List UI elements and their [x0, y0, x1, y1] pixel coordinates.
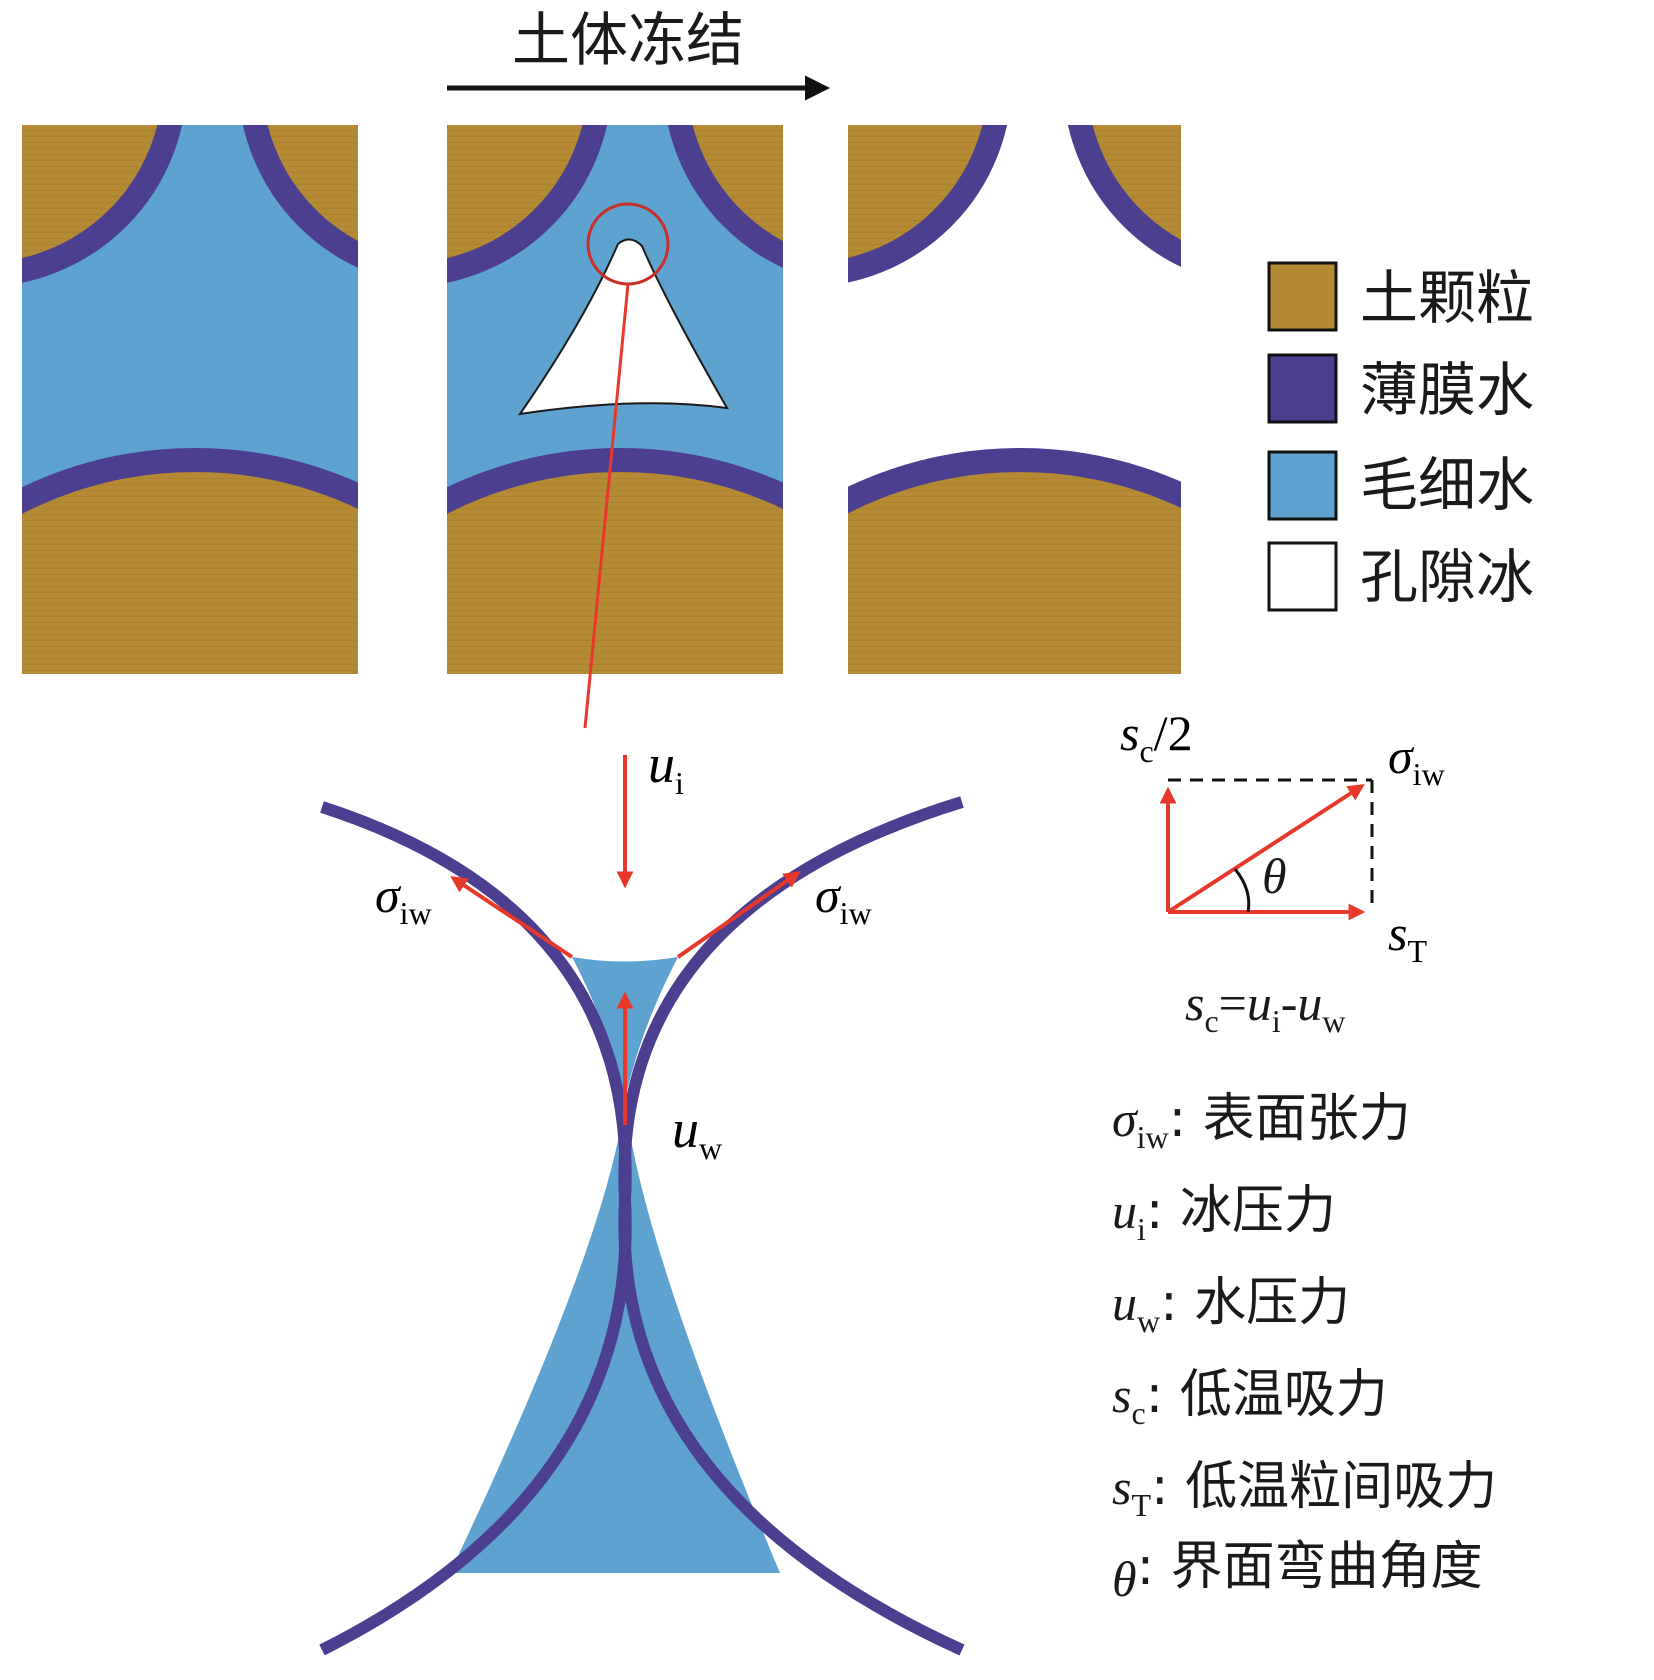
- force-decomposition: [1159, 778, 1374, 921]
- legend-swatch-soil: [1267, 261, 1338, 332]
- legend-swatch-pore-ice: [1267, 541, 1338, 612]
- soil-particle-top-left: [447, 125, 608, 283]
- definition-ice-pressure: ui: 冰压力: [1112, 1181, 1336, 1247]
- definition-interparticle-suction: sT: 低温粒间吸力: [1112, 1457, 1497, 1523]
- legend-label-film-water: 薄膜水: [1360, 356, 1534, 424]
- soil-particle-bottom: [447, 448, 783, 674]
- label-water-pressure: uw: [672, 1099, 722, 1166]
- surface-tension-arrow-right: [676, 871, 801, 959]
- soil-particle-top-right: [242, 125, 358, 268]
- legend-label-capillary-water: 毛细水: [1360, 451, 1534, 519]
- label-sT: sT: [1388, 905, 1427, 969]
- definitions-list: σiw: 表面张力 ui: 冰压力 uw: 水压力 sc: 低温吸力 sT: 低…: [1112, 1089, 1497, 1607]
- definition-water-pressure: uw: 水压力: [1112, 1273, 1350, 1339]
- panel-frozen: [848, 125, 1181, 674]
- definition-cryo-suction: sc: 低温吸力: [1112, 1365, 1388, 1431]
- label-ice-pressure: ui: [648, 734, 684, 801]
- soil-particle-bottom: [22, 448, 358, 674]
- legend-label-soil: 土颗粒: [1360, 264, 1534, 332]
- sigma-vector-arrow: [1166, 784, 1365, 914]
- legend-swatch-capillary-water: [1267, 450, 1338, 521]
- panel-partially-frozen: [447, 125, 783, 674]
- soil-particle-bottom: [848, 448, 1181, 674]
- soil-particle-top-left: [848, 125, 1008, 283]
- label-theta: θ: [1262, 848, 1287, 904]
- legend-swatch-film-water: [1267, 353, 1338, 424]
- definition-interface-angle: θ: 界面弯曲角度: [1112, 1537, 1483, 1607]
- soil-particle-top-right: [667, 125, 783, 268]
- label-sigma-vector: σiw: [1388, 728, 1445, 792]
- surface-tension-arrow-left: [450, 876, 574, 959]
- process-title: 土体冻结: [512, 6, 744, 74]
- label-surface-tension-right: σiw: [815, 867, 872, 931]
- soil-particle-top-left: [22, 125, 183, 283]
- panel-unfrozen: [22, 125, 358, 674]
- legend-label-pore-ice: 孔隙冰: [1360, 543, 1534, 611]
- zoom-leader-line: [583, 283, 630, 729]
- capillary-meniscus: [450, 957, 780, 1573]
- theta-arc: [1233, 868, 1251, 913]
- definition-surface-tension: σiw: 表面张力: [1112, 1089, 1411, 1155]
- label-sc-half: sc/2: [1120, 705, 1193, 769]
- suction-equation: sc=ui-uw: [1185, 975, 1346, 1039]
- label-surface-tension-left: σiw: [375, 867, 432, 931]
- soil-particle-top-right: [1067, 125, 1181, 267]
- legend: 土颗粒 薄膜水 毛细水 孔隙冰: [1267, 261, 1534, 612]
